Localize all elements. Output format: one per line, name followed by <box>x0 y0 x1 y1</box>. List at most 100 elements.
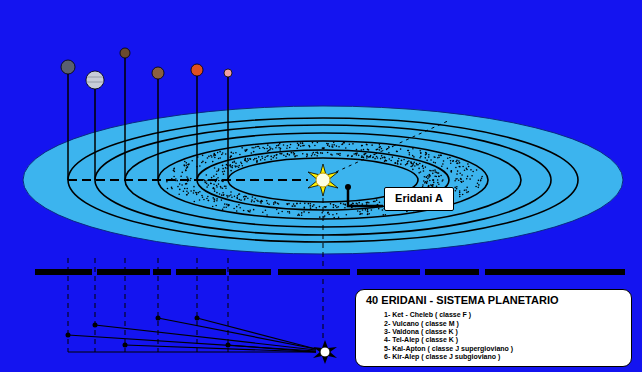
asteroid-dot <box>229 164 231 166</box>
asteroid-dot <box>264 159 266 161</box>
asteroid-dot <box>412 155 414 157</box>
asteroid-dot <box>262 147 264 149</box>
asteroid-dot <box>218 158 220 160</box>
asteroid-dot <box>434 162 436 164</box>
asteroid-dot <box>228 195 230 197</box>
asteroid-dot <box>256 199 258 201</box>
star-eridani-a <box>308 164 338 196</box>
asteroid-dot <box>345 147 347 149</box>
asteroid-dot <box>214 154 216 156</box>
asteroid-dot <box>378 208 380 210</box>
asteroid-dot <box>186 194 188 196</box>
asteroid-dot <box>222 209 224 211</box>
asteroid-dot <box>481 177 483 179</box>
asteroid-dot <box>426 182 428 184</box>
asteroid-dot <box>422 165 424 167</box>
asteroid-dot <box>418 168 420 170</box>
asteroid-dot <box>245 196 247 198</box>
asteroid-dot <box>344 207 346 209</box>
asteroid-dot <box>300 146 302 148</box>
asteroid-dot <box>264 156 266 158</box>
asteroid-dot <box>422 184 424 186</box>
asteroid-dot <box>306 153 308 155</box>
asteroid-dot <box>440 155 442 157</box>
asteroid-dot <box>433 182 435 184</box>
asteroid-dot <box>361 213 363 215</box>
asteroid-dot <box>212 161 214 163</box>
asteroid-dot <box>338 146 340 148</box>
asteroid-dot <box>244 199 246 201</box>
asteroid-dot <box>216 192 218 194</box>
asteroid-dot <box>181 184 183 186</box>
asteroid-dot <box>287 153 289 155</box>
asteroid-dot <box>246 150 248 152</box>
asteroid-dot <box>275 147 277 149</box>
asteroid-dot <box>202 155 204 157</box>
asteroid-dot <box>216 198 218 200</box>
asteroid-dot <box>416 163 418 165</box>
asteroid-dot <box>316 155 318 157</box>
asteroid-dot <box>258 146 260 148</box>
asteroid-dot <box>270 148 272 150</box>
asteroid-dot <box>409 154 411 156</box>
asteroid-dot <box>241 147 243 149</box>
asteroid-dot <box>193 192 195 194</box>
orbit-axis <box>68 179 308 181</box>
asteroid-dot <box>323 147 325 149</box>
asteroid-dot <box>379 146 381 148</box>
asteroid-dot <box>367 209 369 211</box>
asteroid-dot <box>278 203 280 205</box>
asteroid-dot <box>185 169 187 171</box>
asteroid-dot <box>419 157 421 159</box>
asteroid-dot <box>376 156 378 158</box>
asteroid-dot <box>247 197 249 199</box>
asteroid-dot <box>413 162 415 164</box>
asteroid-dot <box>480 179 482 181</box>
asteroid-dot <box>245 158 247 160</box>
star-label-box: Eridani A <box>384 187 454 211</box>
asteroid-dot <box>167 188 169 190</box>
asteroid-dot <box>394 162 396 164</box>
asteroid-dot <box>238 204 240 206</box>
asteroid-dot <box>289 147 291 149</box>
asteroid-dot <box>220 186 222 188</box>
asteroid-dot <box>277 145 279 147</box>
asteroid-dot <box>362 209 364 211</box>
asteroid-dot <box>333 144 335 146</box>
asteroid-dot <box>409 152 411 154</box>
asteroid-dot <box>426 182 428 184</box>
asteroid-dot <box>447 157 449 159</box>
asteroid-dot <box>461 181 463 183</box>
asteroid-dot <box>359 213 361 215</box>
asteroid-dot <box>222 171 224 173</box>
asteroid-dot <box>298 215 300 217</box>
asteroid-dot <box>184 188 186 190</box>
asteroid-dot <box>267 155 269 157</box>
asteroid-dot <box>385 214 387 216</box>
legend-item: 1- Ket - Cheleb ( classe F ) <box>366 311 621 319</box>
asteroid-dot <box>454 187 456 189</box>
asteroid-dot <box>253 201 255 203</box>
asteroid-dot <box>392 156 394 158</box>
asteroid-dot <box>291 152 293 154</box>
asteroid-dot <box>451 170 453 172</box>
legend-box: 40 ERIDANI - SISTEMA PLANETARIO 1- Ket - … <box>355 289 632 367</box>
asteroid-dot <box>457 170 459 172</box>
asteroid-dot <box>234 165 236 167</box>
asteroid-dot <box>459 172 461 174</box>
asteroid-dot <box>333 204 335 206</box>
asteroid-dot <box>396 151 398 153</box>
asteroid-dot <box>374 201 376 203</box>
asteroid-dot <box>260 201 262 203</box>
asteroid-dot <box>336 145 338 147</box>
asteroid-dot <box>186 183 188 185</box>
asteroid-dot <box>438 176 440 178</box>
asteroid-dot <box>181 172 183 174</box>
asteroid-dot <box>432 180 434 182</box>
asteroid-dot <box>371 209 373 211</box>
asteroid-dot <box>261 156 263 158</box>
box-heading: 40 ERIDANI - SISTEMA PLANETARIO <box>366 294 621 307</box>
asteroid-dot <box>223 206 225 208</box>
asteroid-dot <box>325 206 327 208</box>
asteroid-dot <box>224 203 226 205</box>
